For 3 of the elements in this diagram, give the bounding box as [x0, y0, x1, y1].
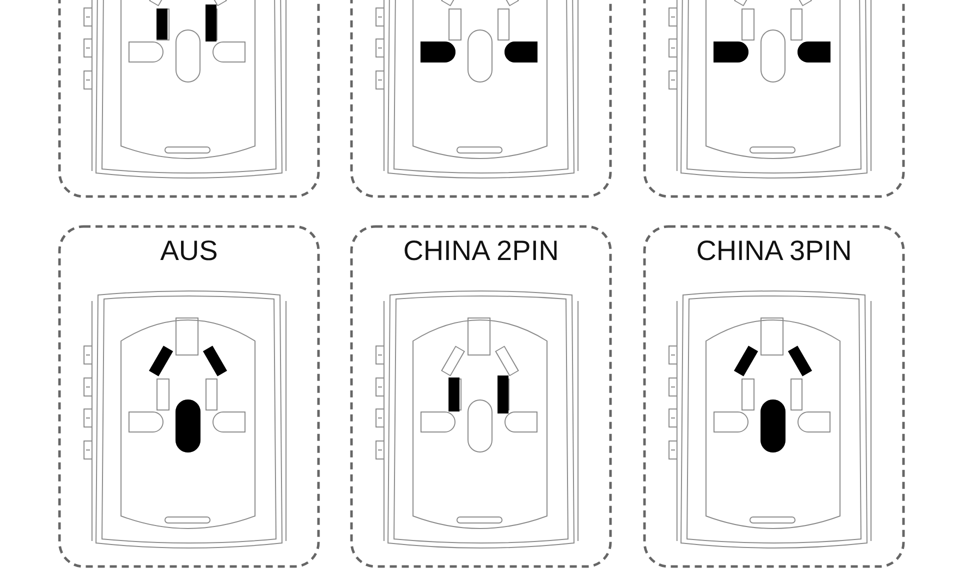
panel-title: CHINA 3PIN [695, 235, 853, 267]
panel-title: CHINA 2PIN [402, 235, 560, 267]
panel-title: AUS [159, 235, 219, 267]
